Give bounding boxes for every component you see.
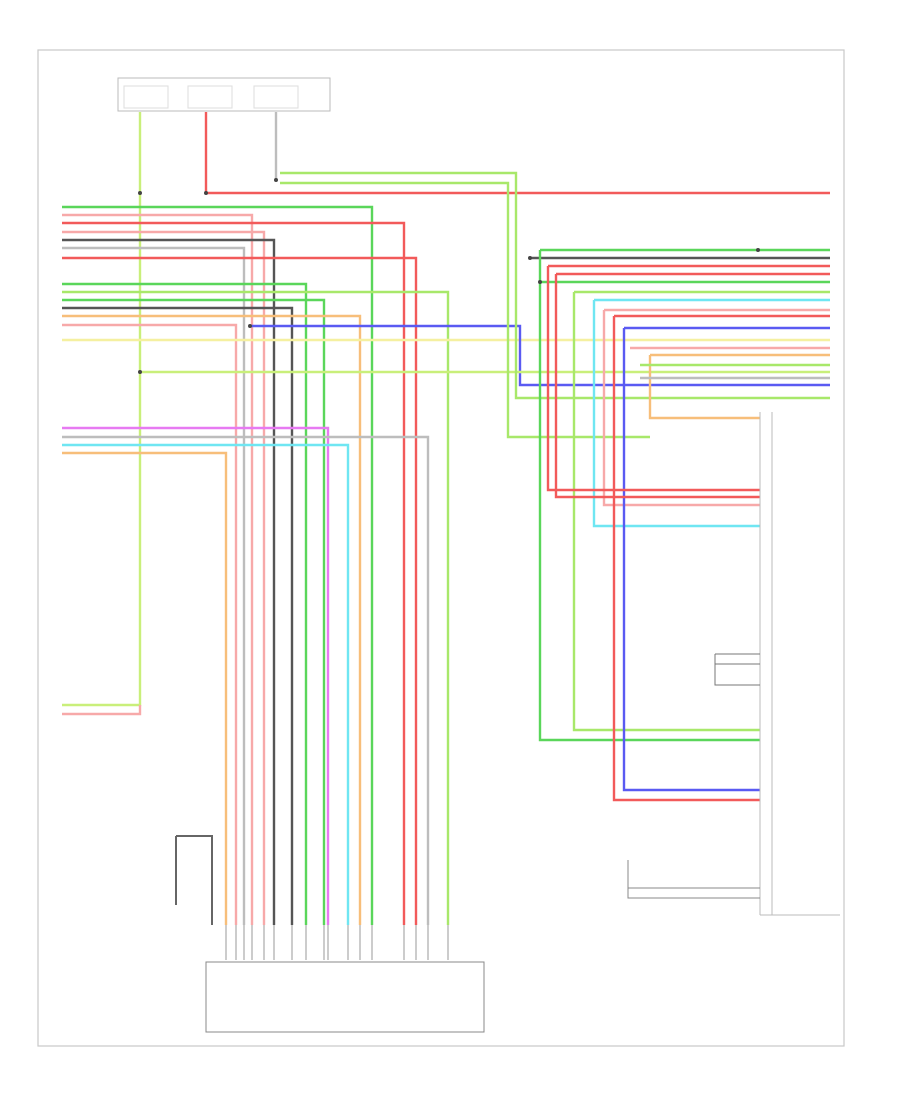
wire-light-blue-1 xyxy=(62,443,350,925)
wire-violet-1 xyxy=(62,426,330,925)
bluetooth-control-unit xyxy=(759,412,840,916)
wire-gray-1 xyxy=(62,238,276,925)
wire-blue-r1 xyxy=(622,326,830,792)
wire-group-lower-left xyxy=(62,426,430,925)
wire-pink-r1 xyxy=(602,308,830,507)
wire-light-green-1 xyxy=(62,290,450,925)
fuse-right xyxy=(253,85,299,109)
wire-dark-gray-1 xyxy=(62,306,294,925)
wire-group-middle-left xyxy=(62,282,830,925)
wire-group-upper-left xyxy=(62,205,418,925)
wire-red-2 xyxy=(62,256,418,925)
wire-green-2 xyxy=(62,282,308,925)
wire-pink-1 xyxy=(62,213,254,925)
cross-wires xyxy=(140,171,830,439)
fuse-middle xyxy=(187,85,233,109)
wire-blue-1 xyxy=(250,324,830,387)
wire-orange-2 xyxy=(62,451,228,925)
wire-gray-2 xyxy=(62,246,246,925)
wire-light-blue-r1 xyxy=(592,298,830,528)
wire-green-4 xyxy=(280,171,830,400)
wire-red-1 xyxy=(62,221,406,925)
wire-gray-3 xyxy=(62,435,430,925)
wire-green-3 xyxy=(62,298,326,925)
wire-fuse-middle-feed xyxy=(204,112,830,195)
wire-pink-2 xyxy=(62,230,266,925)
wire-orange-1 xyxy=(62,314,362,925)
wire-green-r2 xyxy=(538,250,830,742)
wire-green-5 xyxy=(280,181,650,439)
wire-orange-r1 xyxy=(648,353,830,420)
gps-antenna xyxy=(175,835,213,925)
splice-points xyxy=(138,178,760,374)
bluetooth-antenna xyxy=(627,860,760,899)
diagram-frame xyxy=(37,49,845,1047)
bt-inner-stub xyxy=(714,653,760,686)
wire-red-r5 xyxy=(554,274,760,499)
wire-red-r3 xyxy=(612,314,830,802)
fuse-feed-wires xyxy=(62,112,830,716)
wire-fuse-left-feed xyxy=(62,112,142,707)
wire-green-1 xyxy=(62,205,374,925)
wire-red-r4 xyxy=(546,266,760,492)
wire-group-right xyxy=(530,248,830,802)
top-fuse-block xyxy=(117,77,331,112)
wire-pink-3 xyxy=(62,323,238,925)
wire-light-green-r1 xyxy=(572,290,830,732)
display-pin-ticks xyxy=(225,925,449,960)
fuse-left xyxy=(123,85,169,109)
display-unit xyxy=(205,961,485,1033)
